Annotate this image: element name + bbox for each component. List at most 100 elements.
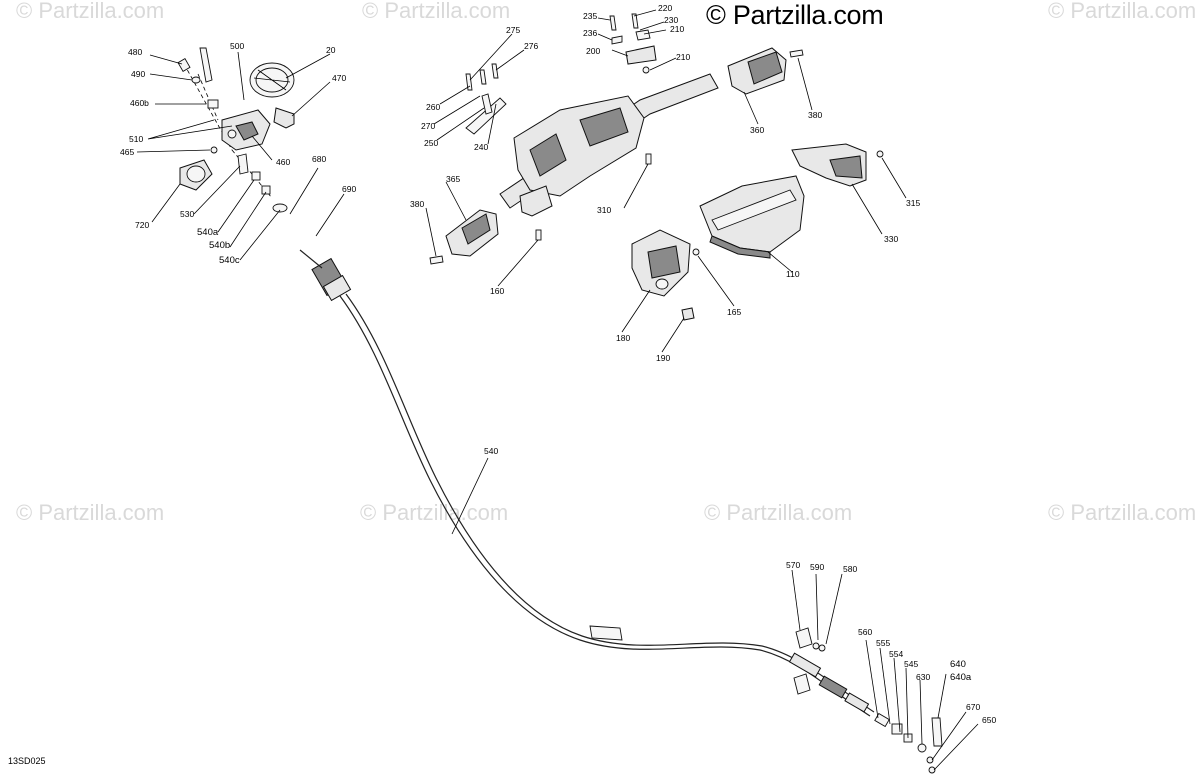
callout-570: 570	[786, 560, 800, 570]
top-switch-hardware-group	[609, 13, 657, 74]
steering-column-assembly	[429, 47, 804, 265]
cable-end-fitting-bottom	[788, 652, 870, 713]
part-380-screw-left	[429, 255, 444, 265]
part-110-top-cover	[699, 175, 805, 259]
callout-460b: 460b	[130, 98, 149, 108]
callout-540: 540	[484, 446, 498, 456]
callout-250: 250	[424, 138, 438, 148]
callout-545: 545	[904, 659, 918, 669]
callout-640a: 640a	[950, 672, 972, 683]
callout-580: 580	[843, 564, 857, 574]
callout-630: 630	[916, 672, 930, 682]
part-330-side-cover	[791, 143, 884, 187]
part-530-pin	[237, 153, 249, 175]
part-540c	[272, 203, 288, 213]
part-480-screw	[177, 58, 191, 72]
brand-name: Partzilla.com	[732, 0, 884, 30]
callout-540c: 540c	[219, 255, 240, 266]
callout-276: 276	[524, 41, 538, 51]
part-190-knob	[681, 307, 695, 321]
watermark: © Partzilla.com	[16, 0, 164, 23]
part-165-screw	[692, 248, 700, 256]
watermark: © Partzilla.com	[360, 500, 508, 525]
part-500-screw	[199, 47, 213, 83]
watermark: © Partzilla.com	[704, 500, 852, 525]
callout-310: 310	[597, 205, 611, 215]
callout-555: 555	[876, 638, 890, 648]
watermark: © Partzilla.com	[362, 0, 510, 23]
callout-110: 110	[786, 269, 800, 279]
callout-470: 470	[332, 73, 346, 83]
part-470-clip	[273, 107, 295, 129]
callout-510: 510	[129, 134, 143, 144]
part-180-control-housing	[631, 229, 700, 321]
part-570-bracket	[795, 627, 826, 652]
callout-540b: 540b	[209, 240, 230, 251]
callout-315: 315	[906, 198, 920, 208]
callout-690: 690	[342, 184, 356, 194]
part-20-ring	[249, 62, 295, 98]
callout-360: 360	[750, 125, 764, 135]
callout-236: 236	[583, 28, 597, 38]
diagram-code: 13SD025	[8, 756, 46, 766]
watermark: © Partzilla.com	[1048, 0, 1196, 23]
part-260-pin	[465, 73, 473, 91]
part-460-housing	[221, 109, 271, 151]
part-200-switch	[625, 45, 657, 65]
callout-235: 235	[583, 11, 597, 21]
part-240-lever-group	[465, 63, 507, 135]
callout-720: 720	[135, 220, 149, 230]
part-720-cap	[179, 159, 213, 191]
part-540b	[261, 185, 271, 195]
part-310-bolt	[645, 153, 652, 165]
cable-end-fitting-top	[299, 249, 352, 302]
watermark-group: © Partzilla.com © Partzilla.com © Partzi…	[16, 0, 1196, 525]
callout-500: 500	[230, 41, 244, 51]
part-540a	[251, 171, 261, 181]
part-270-pin	[479, 69, 487, 85]
partzilla-brand-logo: © Partzilla.com	[706, 0, 884, 31]
callout-640: 640	[950, 659, 966, 670]
callout-20: 20	[326, 45, 336, 55]
callout-365: 365	[446, 174, 460, 184]
callout-465: 465	[120, 147, 134, 157]
part-460b-nut	[207, 99, 219, 109]
leader-lines	[136, 9, 979, 771]
part-380-screw-right	[789, 49, 804, 58]
callout-165: 165	[727, 307, 741, 317]
callout-590: 590	[810, 562, 824, 572]
callout-554: 554	[889, 649, 903, 659]
callout-260: 260	[426, 102, 440, 112]
callout-490: 490	[131, 69, 145, 79]
callout-160: 160	[490, 286, 504, 296]
callout-650: 650	[982, 715, 996, 725]
callout-labels: 480 490 500 20 470 460b 510 465 460 720 …	[120, 3, 996, 725]
callout-540a: 540a	[197, 227, 219, 238]
callout-480: 480	[128, 47, 142, 57]
callout-670: 670	[966, 702, 980, 712]
callout-380-right: 380	[808, 110, 822, 120]
throttle-housing-assembly	[177, 47, 295, 213]
bottom-hardware-group	[793, 673, 943, 774]
copyright-symbol: ©	[706, 0, 726, 30]
part-steering-support-body	[513, 95, 645, 197]
callout-180: 180	[616, 333, 630, 343]
callout-190: 190	[656, 353, 670, 363]
callout-380-left: 380	[410, 199, 424, 209]
watermark: © Partzilla.com	[16, 500, 164, 525]
callout-530: 530	[180, 209, 194, 219]
callout-270: 270	[421, 121, 435, 131]
part-540-throttle-cable	[299, 249, 875, 717]
part-490-washer	[191, 76, 201, 84]
callout-460: 460	[276, 157, 290, 167]
watermark: © Partzilla.com	[1048, 500, 1196, 525]
callout-240: 240	[474, 142, 488, 152]
part-360-grip	[727, 47, 787, 95]
part-160-bolt	[535, 229, 542, 241]
callout-200: 200	[586, 46, 600, 56]
callout-330: 330	[884, 234, 898, 244]
callout-220: 220	[658, 3, 672, 13]
callout-560: 560	[858, 627, 872, 637]
part-365-grip	[445, 209, 499, 257]
callout-230: 230	[664, 15, 678, 25]
